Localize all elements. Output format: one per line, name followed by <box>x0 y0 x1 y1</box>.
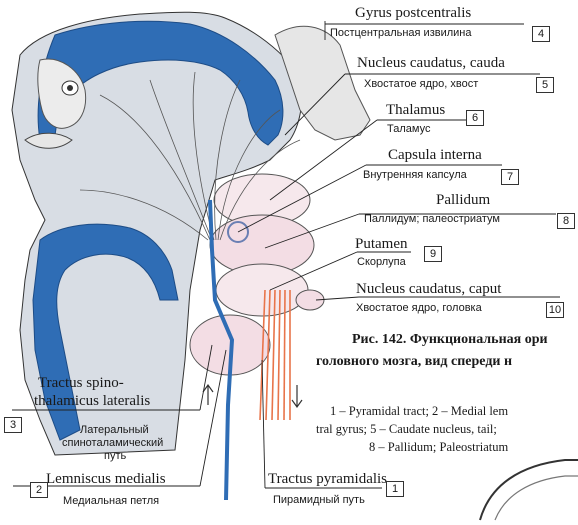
label-spino-latin-1: Tractus spino- <box>38 376 124 391</box>
label-number-8: 8 <box>557 213 575 229</box>
figure-caption-line1: Рис. 142. Функциональная ори <box>352 332 548 348</box>
label-spino-russian-2: спиноталамический <box>62 438 163 449</box>
label-putamen-latin: Putamen <box>355 237 408 252</box>
label-spino-russian-3: путь <box>104 451 126 462</box>
label-cauda-russian: Хвостатое ядро, хвост <box>364 79 478 90</box>
label-pallidum-latin: Pallidum <box>436 193 490 208</box>
label-lemniscus-russian: Медиальная петля <box>63 496 159 507</box>
label-gyrus-russian: Постцентральная извилина <box>330 28 472 39</box>
label-spino-russian-1: Латеральный <box>80 425 149 436</box>
legend-line3: 8 – Pallidum; Paleostriatum <box>369 440 508 455</box>
label-number-1: 1 <box>386 481 404 497</box>
legend-line2: tral gyrus; 5 – Caudate nucleus, tail; <box>316 422 497 437</box>
figure-caption-line2: головного мозга, вид спереди н <box>316 354 512 370</box>
label-caput-russian: Хвостатое ядро, головка <box>356 303 482 314</box>
label-spino-latin-2: thalamicus lateralis <box>34 394 150 409</box>
legend-line1: 1 – Pyramidal tract; 2 – Medial lem <box>330 404 508 419</box>
label-pallidum-russian: Паллидум; палеостриатум <box>364 214 500 225</box>
label-thalamus-latin: Thalamus <box>386 103 445 118</box>
label-cauda-latin: Nucleus caudatus, cauda <box>357 56 505 71</box>
label-number-3: 3 <box>4 417 22 433</box>
label-pyramidal-latin: Tractus pyramidalis <box>268 472 387 487</box>
small-brain-sketch-inner <box>495 476 578 520</box>
label-putamen-russian: Скорлупа <box>357 257 406 268</box>
label-thalamus-russian: Таламус <box>387 124 430 135</box>
label-number-10: 10 <box>546 302 564 318</box>
label-number-9: 9 <box>424 246 442 262</box>
down-arrow <box>292 385 302 407</box>
label-capsula-latin: Capsula interna <box>388 148 482 163</box>
label-number-4: 4 <box>532 26 550 42</box>
label-gyrus-latin: Gyrus postcentralis <box>355 6 471 21</box>
label-number-6: 6 <box>466 110 484 126</box>
homunculus-pupil <box>67 85 73 91</box>
label-capsula-russian: Внутренняя капсула <box>363 170 467 181</box>
small-brain-sketch <box>480 460 578 520</box>
label-caput-latin: Nucleus caudatus, caput <box>356 282 501 297</box>
label-lemniscus-latin: Lemniscus medialis <box>46 472 166 487</box>
putamen-shape <box>216 264 308 316</box>
label-pyramidal-russian: Пирамидный путь <box>273 495 365 506</box>
label-number-7: 7 <box>501 169 519 185</box>
label-number-5: 5 <box>536 77 554 93</box>
label-number-2: 2 <box>30 482 48 498</box>
